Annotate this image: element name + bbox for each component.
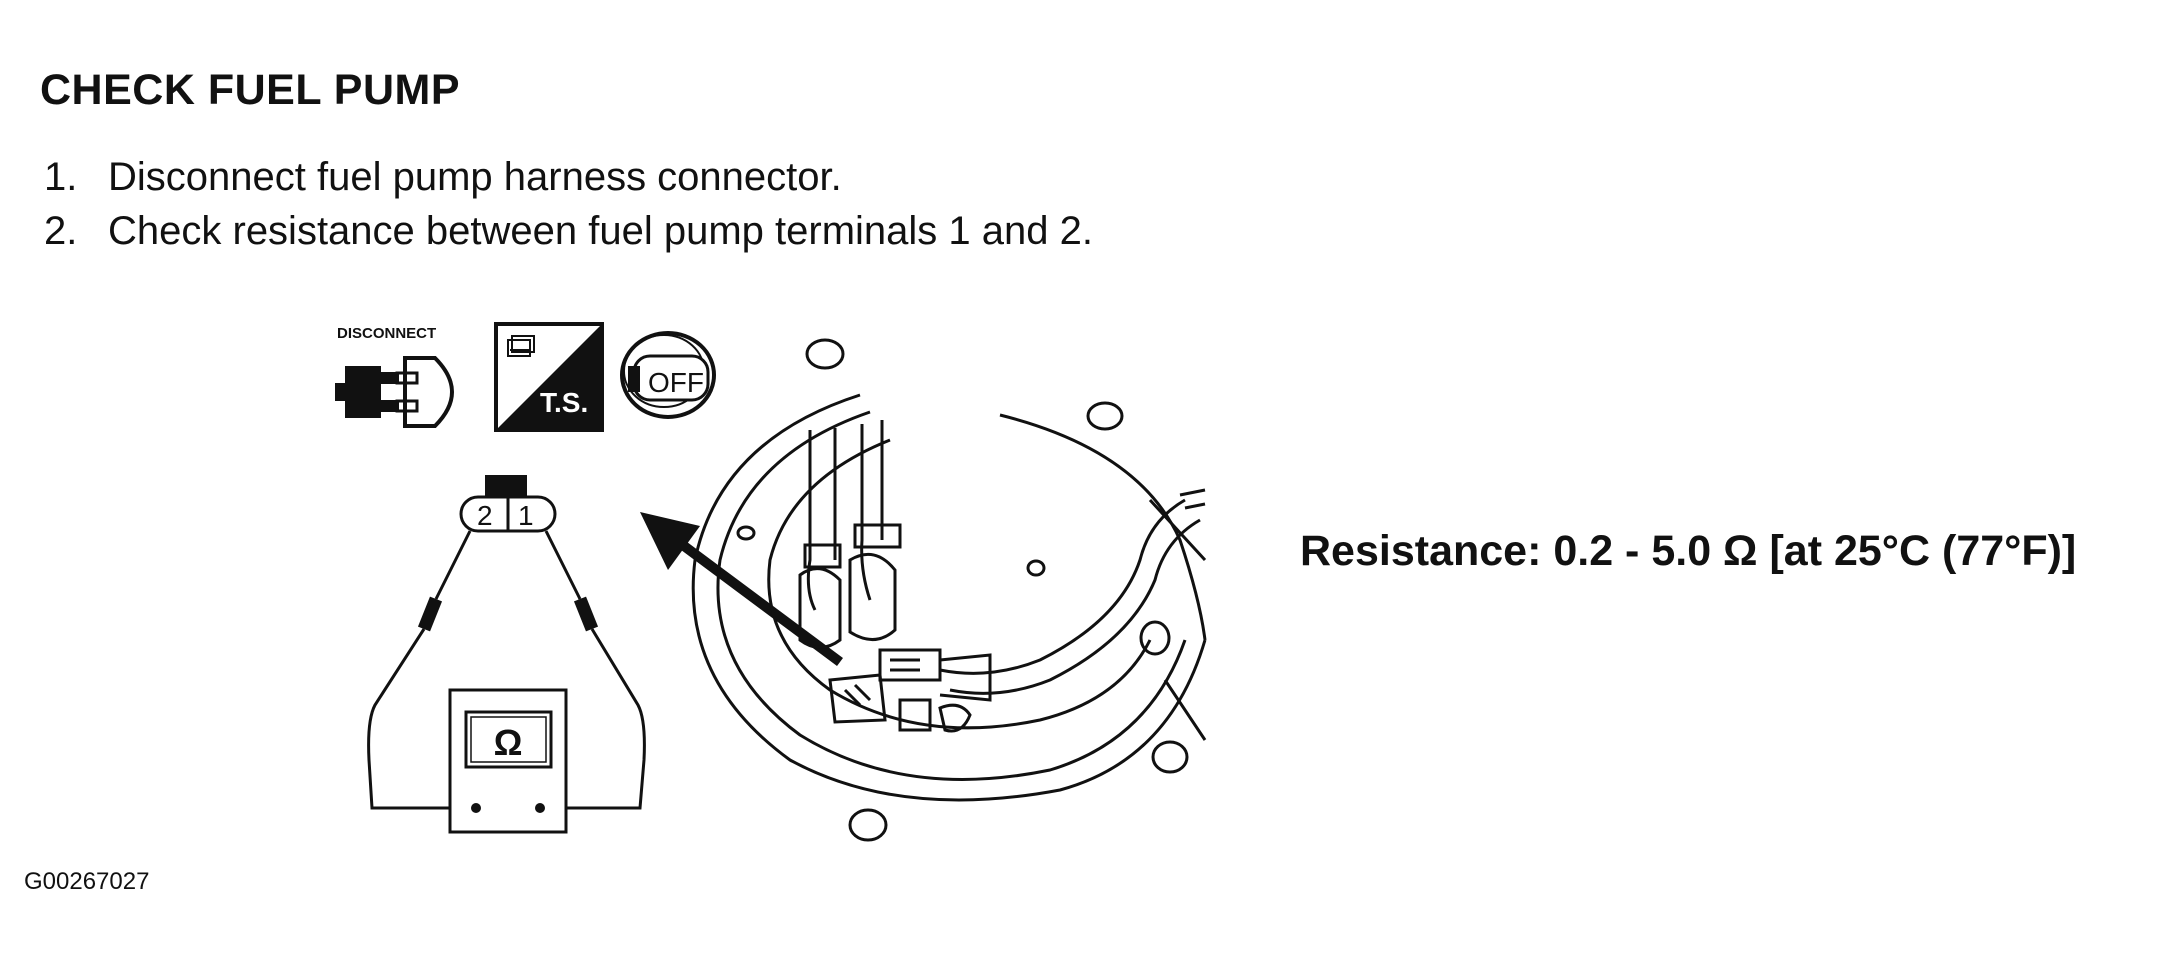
pointer-arrow [640, 512, 843, 667]
ignition-key-icon: OFF [620, 331, 716, 419]
ohmmeter: Ω [448, 688, 568, 834]
ohm-symbol: Ω [494, 722, 523, 763]
instruction-list: 1. Disconnect fuel pump harness connector… [44, 150, 1093, 258]
terminal-2-label: 2 [477, 500, 493, 531]
test-probe-leads [367, 530, 646, 810]
ts-icon: T.S. [494, 322, 604, 432]
harness-connector: 2 1 [459, 475, 557, 533]
disconnect-icon: DISCONNECT [335, 325, 455, 428]
fuel-pump-drawing [691, 338, 1207, 842]
resistance-specification: Resistance: 0.2 - 5.0 Ω [at 25°C (77°F)] [1300, 527, 2077, 575]
page-title: CHECK FUEL PUMP [40, 66, 461, 114]
step-text: Disconnect fuel pump harness connector. [108, 155, 842, 199]
terminal-1-label: 1 [518, 500, 534, 531]
step-number: 2. [44, 209, 78, 253]
ts-label: T.S. [540, 387, 588, 418]
disconnect-label: DISCONNECT [337, 325, 436, 342]
instruction-step: 1. Disconnect fuel pump harness connector… [44, 150, 1093, 204]
key-off-label: OFF [648, 367, 704, 398]
step-number: 1. [44, 155, 78, 199]
figure-id: G00267027 [24, 868, 150, 895]
step-text: Check resistance between fuel pump termi… [108, 209, 1093, 253]
instruction-step: 2. Check resistance between fuel pump ter… [44, 204, 1093, 258]
